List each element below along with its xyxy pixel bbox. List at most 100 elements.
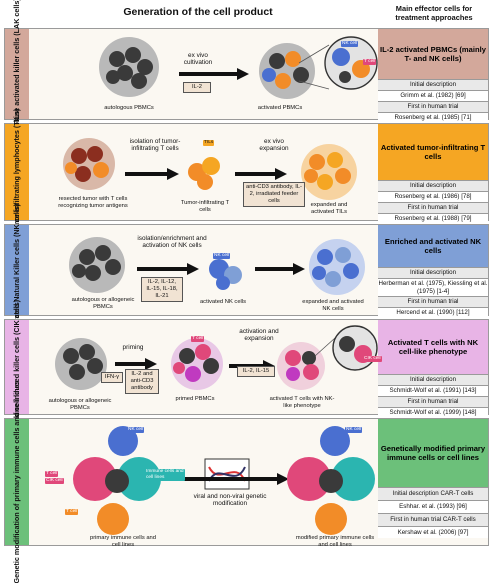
arrow-icon (255, 263, 305, 275)
box-anti-cd3: anti-CD3 antibody, IL-2, irradiated feed… (243, 182, 305, 207)
arrow-icon (137, 263, 199, 275)
tag-immune-cell-lines: Immune cells and cell lines (145, 469, 185, 481)
first-trial-ref: Rosenberg et al. (1985) [71] (378, 112, 488, 122)
genetic-illustration (73, 426, 375, 535)
row-cik-side: Cytokine-induced killer cells (CIK cells… (5, 300, 29, 434)
activated-cik-icon (277, 342, 325, 390)
expanded-tils-icon (301, 144, 357, 200)
first-trial-ref: Kershaw et al. (2006) [97] (378, 526, 488, 538)
tag-t-cell: T cell (45, 471, 59, 477)
row-lak-side: Lymphokine activated killer cells (LAK c… (5, 0, 29, 150)
row-nk-side: Activated Natural Killer cells (NK cells… (5, 204, 29, 336)
arrow-icon (115, 358, 157, 370)
activated-pbmc-icon (259, 43, 315, 99)
pbmc-cluster-icon (55, 338, 107, 390)
tag-nk-cell: NK cell (341, 41, 359, 47)
step-priming: priming (122, 344, 144, 351)
first-trial-label: First in human trial CAR-T cells (378, 513, 488, 526)
right-column-title: Main effector cells for treatment approa… (395, 4, 473, 22)
first-trial-ref: Rosenberg et al. (1988) [79] (378, 213, 488, 223)
step-expansion: ex vivo expansion (259, 138, 289, 153)
arrow-icon (235, 168, 287, 180)
tumor-icon (63, 138, 115, 190)
first-trial-label: First in human trial (378, 296, 488, 307)
row-tils: Tumor-infiltrating lymphocytes (TILs) Ac… (4, 109, 489, 235)
tag-nk-cell: NK cell (127, 427, 145, 433)
box-interleukins: IL-2, IL-12, IL-15, IL-18, IL-21 (141, 277, 183, 302)
step-isolation: isolation of tumor-infiltrating T cells (129, 138, 181, 153)
step-genetic-modification: viral and non-viral genetic modification (193, 493, 267, 508)
t-cell-cluster-icon (188, 157, 220, 190)
first-trial-label: First in human trial (378, 396, 488, 407)
arrow-icon (125, 168, 179, 180)
tag-t-cell: T cell (363, 59, 377, 65)
lak-illustration (99, 36, 378, 99)
first-trial-label: First in human trial (378, 101, 488, 112)
tag-t-cell: T cell (191, 336, 205, 342)
step-activation: activation and expansion (239, 328, 279, 343)
row-nk: Activated Natural Killer cells (NK cells… (4, 204, 489, 336)
label-pbmcs: autologous or allogeneic PBMCs (71, 297, 135, 310)
tils-illustration (63, 138, 357, 200)
initial-description-ref: Schmidt-Wolf et al. (1991) [143] (378, 385, 488, 396)
primed-pbmc-icon (171, 338, 223, 390)
row-genetic-side: Genetic modification of primary immune c… (5, 381, 29, 583)
effector-title: Activated tumor-infiltrating T cells (378, 124, 488, 180)
initial-description-ref: Eshhar. et al. (1993) [96] (378, 500, 488, 513)
initial-description-ref: Grimm et al. (1982) [69] (378, 90, 488, 101)
row-cik-effectors: Activated T cells with NK cell-like phen… (378, 320, 488, 417)
dna-icon (204, 458, 250, 490)
row-lak: Lymphokine activated killer cells (LAK c… (4, 0, 489, 150)
step-isolation-nk: isolation/enrichment and activation of N… (137, 235, 207, 250)
label-primed-pbmcs: primed PBMCs (175, 396, 215, 402)
initial-description-label: Initial description (378, 180, 488, 191)
first-trial-ref: Hercend et al. (1990) [112] (378, 307, 488, 317)
label-autologous-pbmcs: autologous PBMCs (104, 105, 154, 111)
row-nk-effectors: Enriched and activated NK cells Initial … (378, 225, 488, 317)
tag-t-cell: T cell (65, 509, 79, 515)
nk-illustration (69, 237, 365, 295)
label-expanded-nk: expanded and activated NK cells (302, 299, 364, 312)
first-trial-label: First in human trial (378, 202, 488, 213)
arrow-icon (179, 68, 249, 80)
label-resected-tumor: resected tumor with T cells recognizing … (58, 196, 128, 209)
pbmc-cluster-icon (99, 37, 159, 97)
nk-cell-cluster-icon (209, 259, 242, 290)
effector-title: IL-2 activated PBMCs (mainly T- and NK c… (378, 29, 488, 79)
column-title: Generation of the cell product (123, 6, 273, 18)
initial-description-label: Initial description CAR-T cells (378, 487, 488, 500)
box-il2-anti-cd3: IL-2 and anti-CD3 antibody (125, 369, 159, 394)
label-tumor-infiltrating: Tumor-infiltrating T cells (180, 200, 230, 213)
initial-description-ref: Herberman et al. (1975), Kiessling et al… (378, 278, 488, 296)
label-expanded-tils: expanded and activated TILs (310, 202, 348, 215)
row-genetic-effectors: Genetically modified primary immune cell… (378, 419, 488, 545)
initial-description-label: Initial description (378, 79, 488, 90)
label-modified-cells: modified primary immune cells and cell l… (295, 535, 375, 548)
effector-title: Activated T cells with NK cell-like phen… (378, 320, 488, 374)
tag-cik-cell: CIK cell (45, 478, 64, 484)
row-lak-effectors: IL-2 activated PBMCs (mainly T- and NK c… (378, 29, 488, 122)
row-tils-effectors: Activated tumor-infiltrating T cells Ini… (378, 124, 488, 223)
initial-description-ref: Rosenberg et al. (1986) [78] (378, 191, 488, 202)
box-il2: IL-2 (183, 82, 211, 93)
tag-tils: TILs (203, 140, 215, 146)
label-activated-pbmcs: activated PBMCs (257, 105, 303, 111)
row-genetic: Genetic modification of primary immune c… (4, 381, 489, 583)
tag-cik-cell: CIK cell (363, 356, 382, 362)
arrow-icon (179, 473, 289, 485)
effector-title: Enriched and activated NK cells (378, 225, 488, 267)
row-tils-side: Tumor-infiltrating lymphocytes (TILs) (5, 109, 29, 235)
label-pbmcs-cik: autologous or allogeneic PBMCs (48, 398, 112, 411)
modified-cells-icon (287, 426, 375, 535)
cik-illustration (55, 325, 378, 390)
label-activated-nk: activated NK cells (199, 299, 247, 305)
label-nk-like: activated T cells with NK-like phenotype (269, 396, 335, 409)
step-ex-vivo: ex vivo cultivation (183, 52, 213, 67)
initial-description-label: Initial description (378, 374, 488, 385)
initial-description-label: Initial description (378, 267, 488, 278)
box-il2-il15: IL-2, IL-15 (237, 366, 275, 377)
expanded-nk-icon (309, 239, 365, 295)
pbmc-cluster-icon (69, 237, 125, 293)
tag-nk-cell: NK cell (213, 253, 231, 259)
box-ifn-gamma: IFN-γ (101, 372, 123, 383)
